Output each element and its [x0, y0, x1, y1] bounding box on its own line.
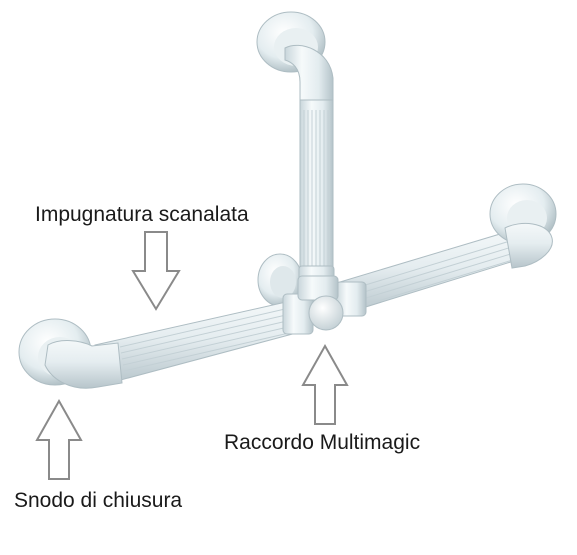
center-back-rosette: [257, 253, 303, 307]
left-grip-bar: [94, 299, 301, 386]
left-elbow: [44, 340, 123, 389]
closing-joint-label: Snodo di chiusura: [14, 489, 183, 512]
fitting-arrow: [301, 343, 349, 425]
center-t-fitting: [282, 275, 367, 335]
right-wall-rosette: [489, 183, 557, 269]
multimagic-fitting-label: Raccordo Multimagic: [224, 431, 421, 454]
vertical-grip-bar: [298, 99, 335, 281]
grip-arrow: [131, 231, 181, 311]
joint-arrow: [35, 398, 83, 480]
fluted-grip-label: Impugnatura scanalata: [35, 203, 249, 226]
right-grip-bar: [329, 227, 531, 316]
top-elbow: [284, 44, 334, 109]
